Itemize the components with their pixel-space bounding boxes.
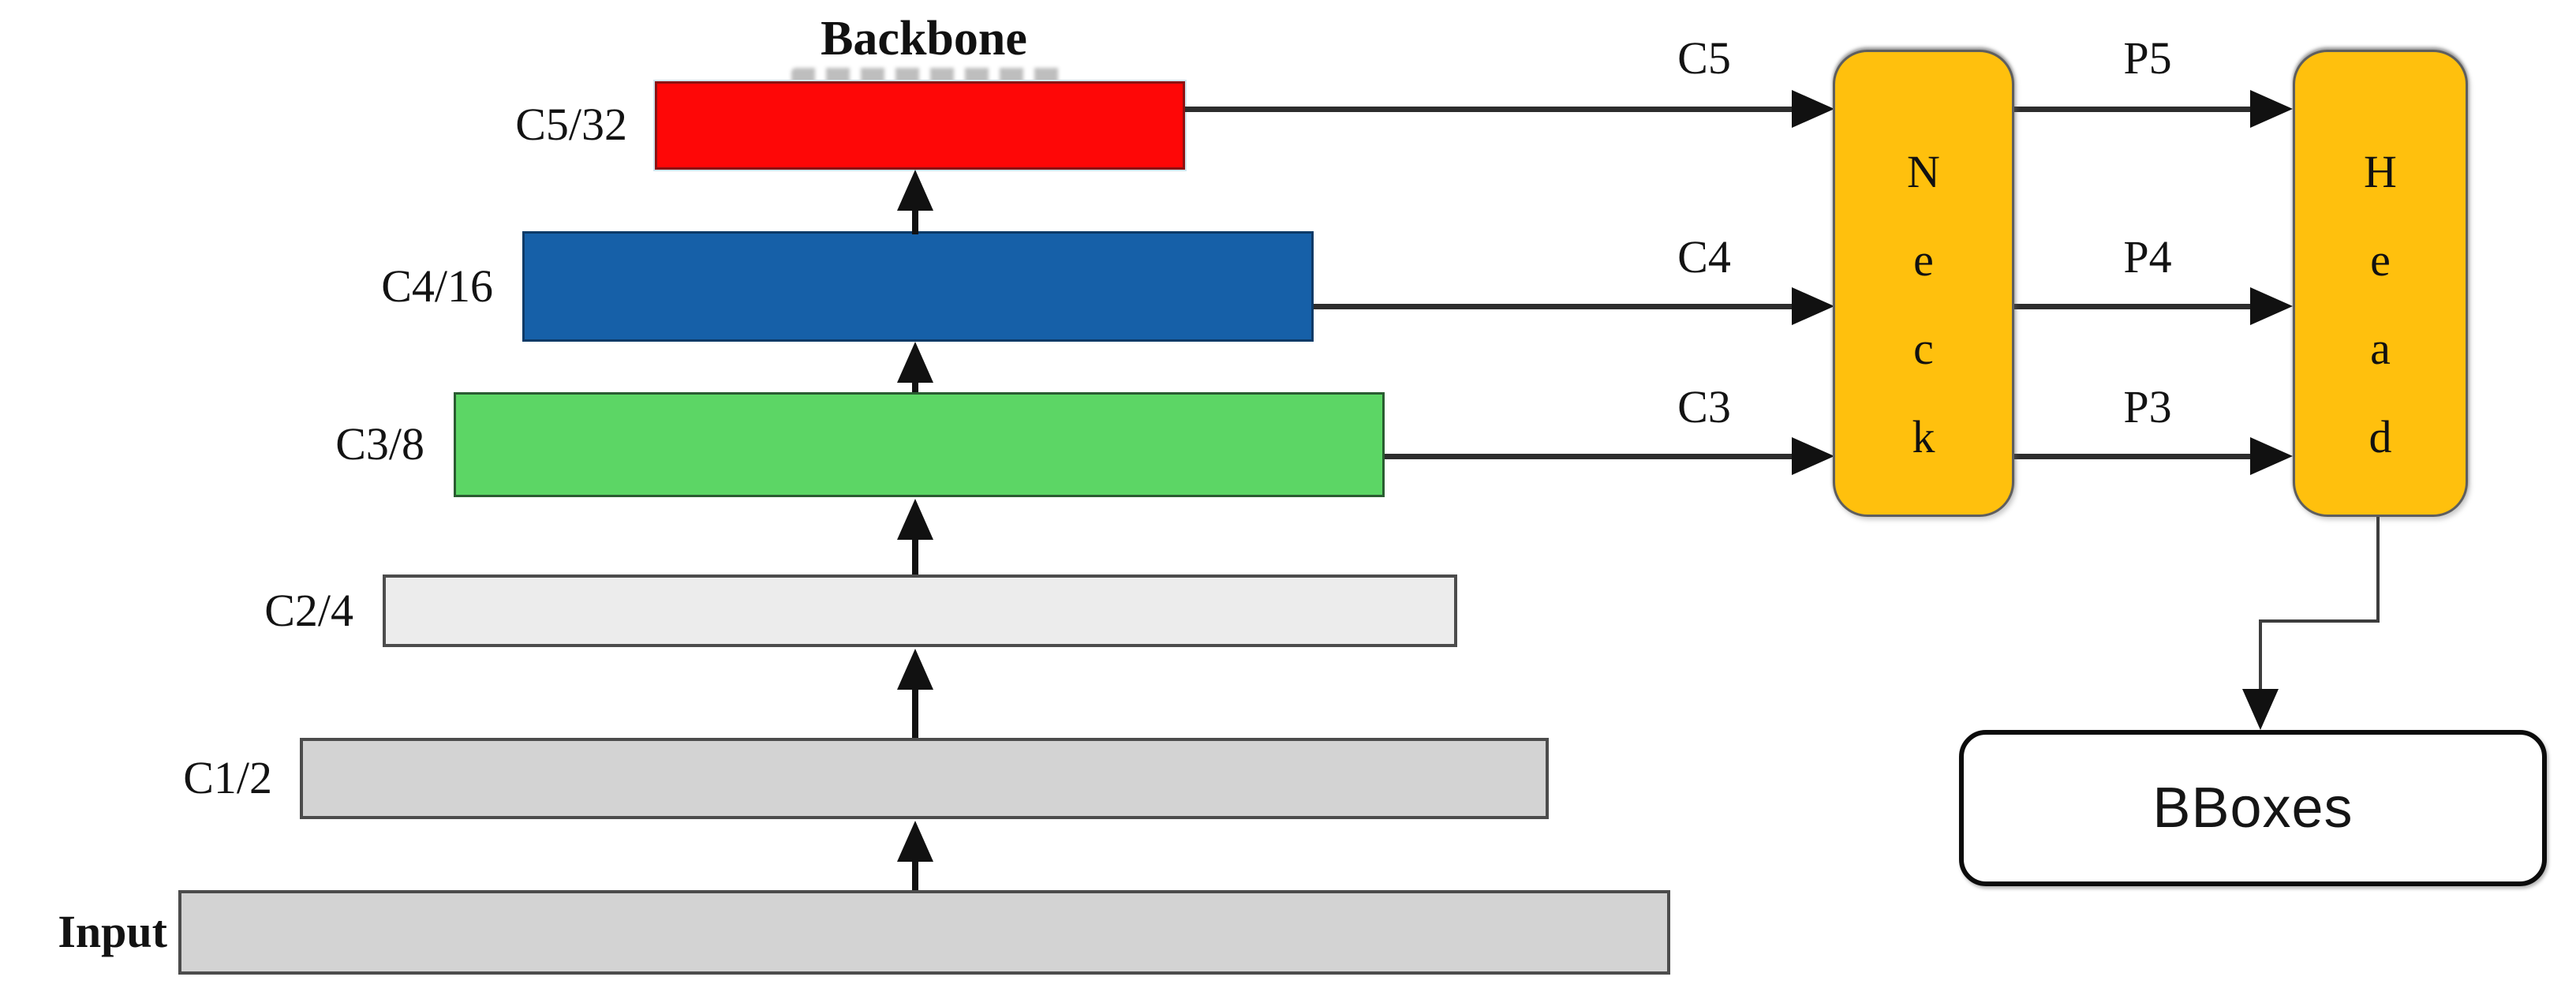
layer-label-c4: C4/16 bbox=[381, 260, 493, 312]
head-box: H e a d bbox=[2293, 50, 2468, 517]
connection-label-c4: C4 bbox=[1677, 231, 1731, 283]
arrowhead-right-icon bbox=[1792, 90, 1834, 128]
connection-label-c5: C5 bbox=[1677, 32, 1731, 84]
arrow-c4-to-neck bbox=[1314, 287, 1834, 325]
arrowhead-up-icon bbox=[897, 821, 933, 862]
arrow-c5-to-neck bbox=[1185, 90, 1834, 128]
layer-bar-c3 bbox=[454, 392, 1385, 497]
arrowhead-right-icon bbox=[1792, 437, 1834, 475]
connection-label-p4: P4 bbox=[2123, 231, 2172, 283]
arrowhead-up-icon bbox=[897, 499, 933, 540]
arrowhead-up-icon bbox=[897, 342, 933, 383]
up-arrow-input-to-c1 bbox=[897, 821, 933, 890]
bboxes-label: BBoxes bbox=[2152, 777, 2354, 840]
up-arrow-green-to-blue bbox=[897, 342, 933, 392]
arrowhead-down-icon bbox=[2242, 689, 2279, 730]
up-arrow-c1-to-c2 bbox=[897, 649, 933, 738]
head-label: H e a d bbox=[2364, 146, 2397, 462]
arrow-p4-to-head bbox=[2014, 287, 2293, 325]
layer-bar-input bbox=[178, 890, 1670, 975]
layer-bar-c1 bbox=[300, 738, 1549, 819]
layer-label-c2: C2/4 bbox=[264, 585, 353, 636]
arrowhead-right-icon bbox=[2250, 437, 2293, 475]
layer-label-input: Input bbox=[58, 906, 167, 957]
up-arrow-c2-to-green bbox=[897, 499, 933, 574]
neck-box: N e c k bbox=[1833, 50, 2014, 517]
bboxes-box: BBoxes bbox=[1959, 730, 2547, 886]
arrow-p5-to-head bbox=[2014, 90, 2293, 128]
head-to-bboxes-connector bbox=[2376, 517, 2380, 622]
head-to-bboxes-connector bbox=[2259, 619, 2380, 623]
connection-label-p5: P5 bbox=[2123, 32, 2172, 84]
up-arrow-blue-to-red bbox=[897, 170, 933, 234]
arrowhead-right-icon bbox=[2250, 90, 2293, 128]
redacted-text-artifact bbox=[791, 68, 1066, 85]
arrowhead-up-icon bbox=[897, 170, 933, 211]
layer-bar-c5 bbox=[655, 81, 1185, 170]
arrowhead-right-icon bbox=[2250, 287, 2293, 325]
arrowhead-right-icon bbox=[1792, 287, 1834, 325]
arrowhead-up-icon bbox=[897, 649, 933, 690]
neck-label: N e c k bbox=[1907, 146, 1940, 462]
arrow-p3-to-head bbox=[2014, 437, 2293, 475]
backbone-title: Backbone bbox=[821, 12, 1027, 65]
head-to-bboxes-connector bbox=[2259, 619, 2262, 690]
connection-label-p3: P3 bbox=[2123, 381, 2172, 432]
layer-label-c5: C5/32 bbox=[515, 99, 627, 150]
layer-label-c3: C3/8 bbox=[335, 418, 424, 470]
layer-bar-c2 bbox=[383, 574, 1457, 647]
layer-label-c1: C1/2 bbox=[183, 752, 272, 803]
connection-label-c3: C3 bbox=[1677, 381, 1731, 432]
arrow-c3-to-neck bbox=[1385, 437, 1834, 475]
layer-bar-c4 bbox=[522, 231, 1314, 342]
